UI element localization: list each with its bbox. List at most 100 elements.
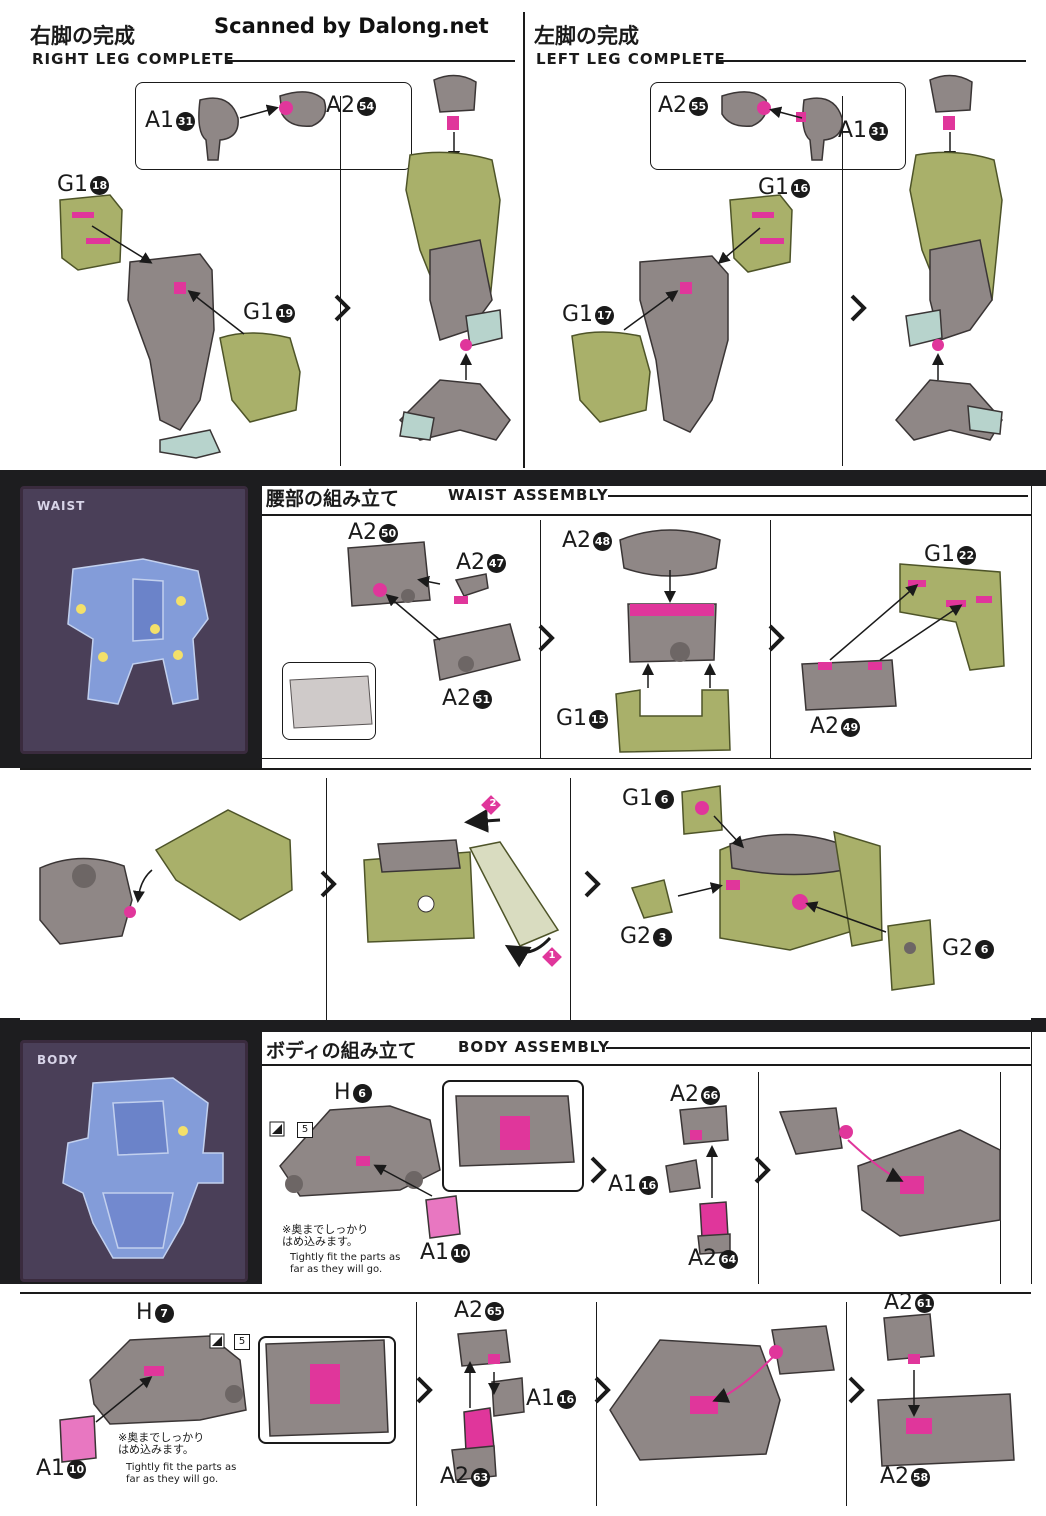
- part-code: H: [334, 1080, 351, 1105]
- part-number: 66: [701, 1085, 721, 1105]
- part-number: 16: [557, 1389, 577, 1409]
- body-parts-top: [279, 1095, 1001, 1255]
- body-parts-bottom: [59, 1313, 1015, 1481]
- part-code: A2: [880, 1464, 910, 1489]
- part-number: 6: [352, 1083, 372, 1103]
- part-number: 55: [689, 96, 709, 116]
- tool-number-box: 5: [234, 1334, 250, 1350]
- title-rule: [608, 495, 1028, 497]
- body-title-jp: ボディの組み立て: [266, 1040, 417, 1062]
- part-number: 50: [379, 523, 399, 543]
- part-code: H: [136, 1300, 153, 1325]
- closeup-box: [258, 1336, 396, 1444]
- part-code: A2: [658, 93, 688, 118]
- divider-line: [340, 96, 341, 466]
- divider-line: [416, 1302, 417, 1506]
- step-number-2: 2: [489, 798, 497, 809]
- fit-note-jp: ※奥までしっかり はめ込みます。: [282, 1223, 369, 1248]
- waist-title-jp: 腰部の組み立て: [266, 488, 400, 510]
- part-number: 51: [473, 689, 493, 709]
- body-thumbnail: BODY: [20, 1040, 248, 1282]
- body-title-en: BODY ASSEMBLY: [458, 1038, 610, 1056]
- watermark: Scanned by Dalong.net: [214, 14, 489, 38]
- part-number: 6: [655, 789, 675, 809]
- part-number: 18: [90, 175, 110, 195]
- part-code: A1: [608, 1172, 638, 1197]
- divider-line: [540, 520, 541, 758]
- part-number: 54: [357, 96, 377, 116]
- part-number: 7: [154, 1303, 174, 1323]
- part-code: A2: [562, 528, 592, 553]
- divider-line: [570, 778, 571, 1020]
- body-top-rule: [262, 1064, 1031, 1066]
- waist-thumbnail: WAIST: [20, 486, 248, 754]
- part-code: A1: [36, 1456, 66, 1481]
- part-code: A2: [348, 520, 378, 545]
- divider-line: [842, 96, 843, 466]
- center-divider: [523, 12, 525, 468]
- part-code: G1: [243, 300, 275, 325]
- part-code: G1: [622, 786, 654, 811]
- part-code: A2: [670, 1082, 700, 1107]
- title-rule: [225, 60, 515, 62]
- divider-line: [326, 778, 327, 1020]
- part-code: A1: [145, 108, 175, 133]
- part-code: G1: [758, 175, 790, 200]
- part-number: 16: [639, 1175, 659, 1195]
- body-thumb-label: BODY: [37, 1053, 79, 1067]
- part-code: A2: [454, 1298, 484, 1323]
- part-code: A2: [456, 550, 486, 575]
- part-number: 65: [485, 1301, 505, 1321]
- part-code: A2: [884, 1290, 914, 1315]
- closeup-box: [442, 1080, 584, 1192]
- divider-line: [596, 1302, 597, 1506]
- part-number: 63: [471, 1467, 491, 1487]
- left-leg-parts: [571, 74, 1003, 441]
- waist-title-en: WAIST ASSEMBLY: [448, 486, 609, 504]
- tool-icons: [209, 1121, 285, 1349]
- part-number: 31: [176, 111, 196, 131]
- waist-hologram: [67, 558, 209, 705]
- waist-parts-top: [289, 529, 1005, 753]
- left-leg-title-jp: 左脚の完成: [534, 23, 639, 48]
- tool-number: 5: [238, 1336, 246, 1347]
- part-number: 15: [589, 709, 609, 729]
- part-code: G1: [57, 172, 89, 197]
- part-code: A2: [688, 1246, 718, 1271]
- fit-note-en: Tightly fit the parts as far as they wil…: [126, 1462, 237, 1485]
- part-code: A1: [420, 1240, 450, 1265]
- title-rule: [718, 60, 1026, 62]
- body-hologram: [62, 1077, 224, 1259]
- tool-number-box: 5: [297, 1122, 313, 1138]
- step-number-1: 1: [548, 950, 556, 961]
- divider-line: [770, 520, 771, 758]
- right-leg-parts: [59, 74, 511, 459]
- part-code: A1: [526, 1386, 556, 1411]
- part-number: 19: [276, 303, 296, 323]
- part-code: A2: [442, 686, 472, 711]
- part-code: G2: [620, 924, 652, 949]
- part-code: A2: [326, 93, 356, 118]
- waist-thumb-label: WAIST: [37, 499, 86, 513]
